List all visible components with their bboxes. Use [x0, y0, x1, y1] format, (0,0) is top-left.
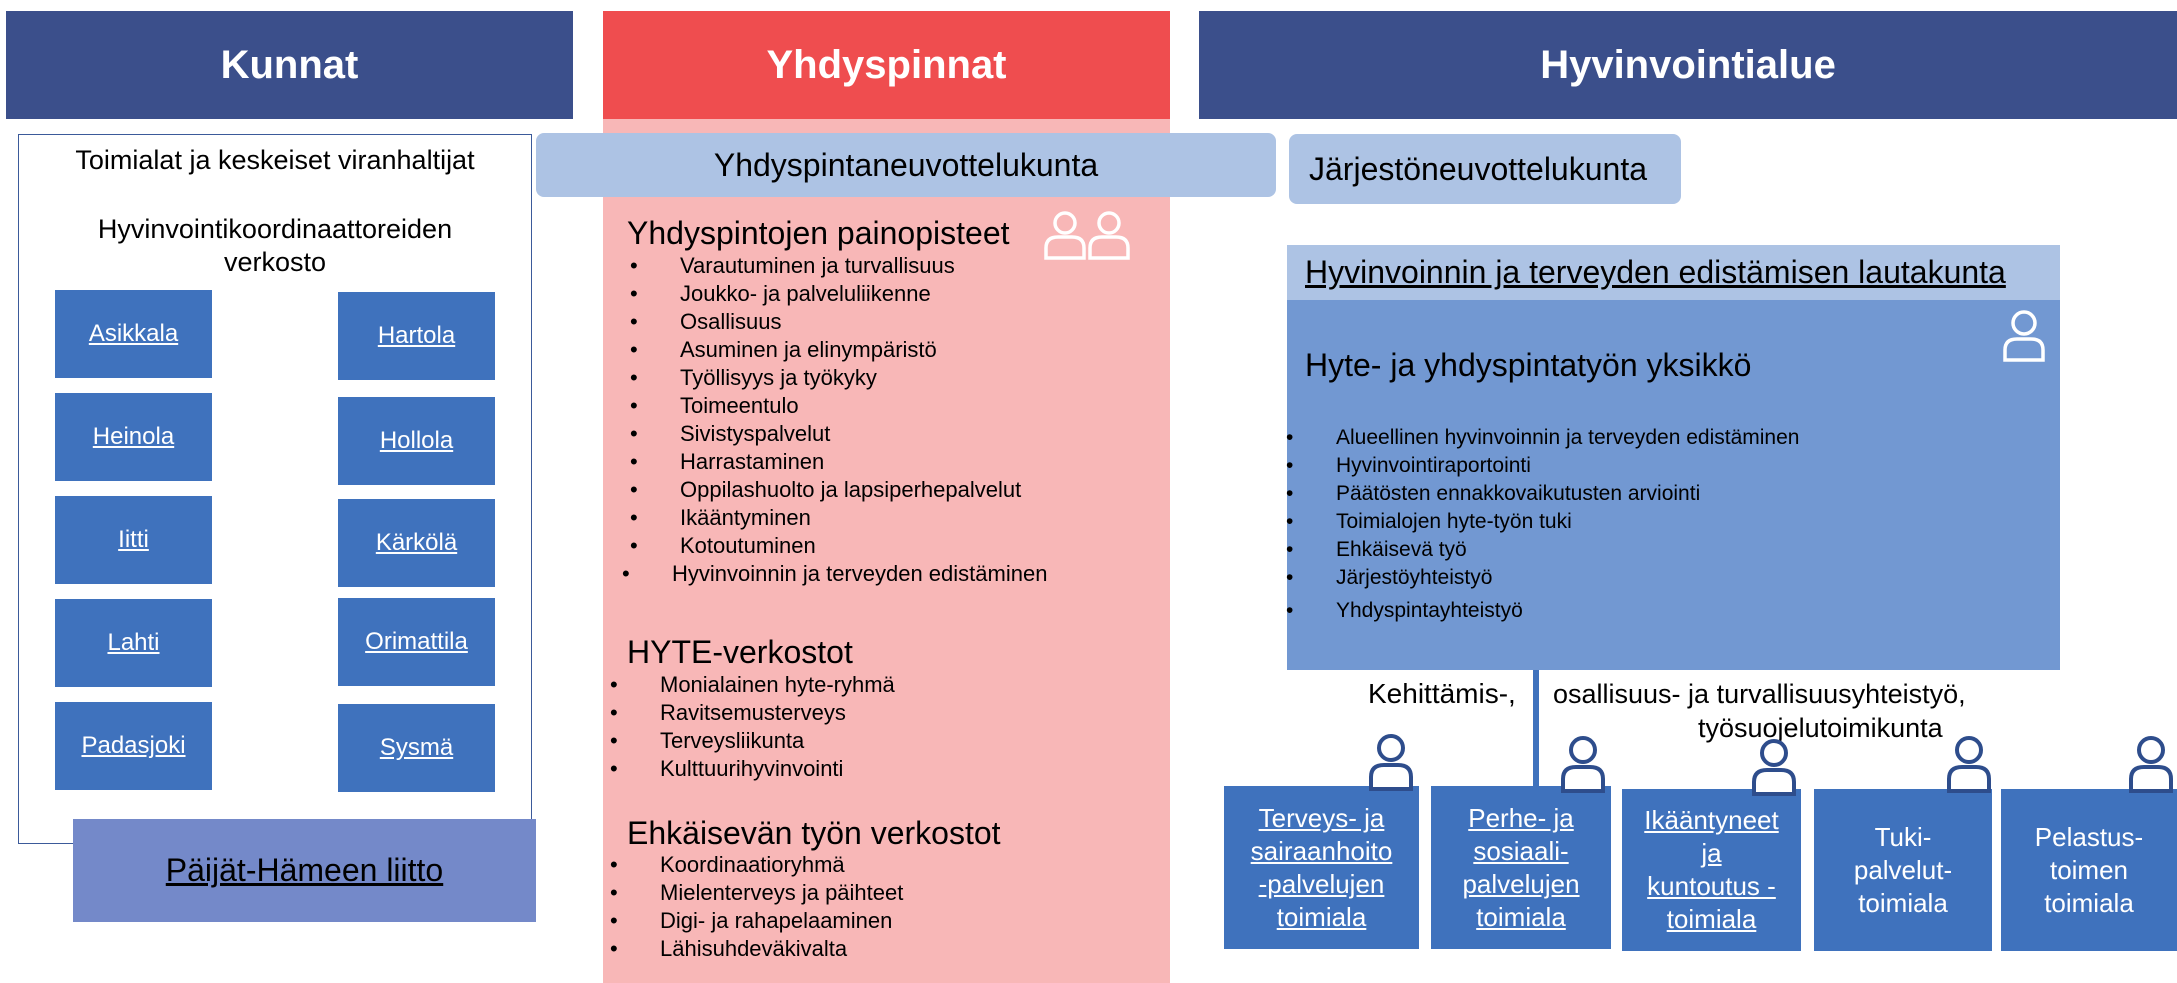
liitto-link[interactable]: Päijät-Hämeen liitto — [73, 819, 536, 922]
person-icon — [1042, 210, 1088, 260]
koordinaattorit-label: Hyvinvointikoordinaattoreiden — [97, 214, 453, 244]
list-item: Digi- ja rahapelaaminen — [610, 907, 1140, 935]
verkosto-label: verkosto — [223, 247, 327, 277]
person-icon — [2127, 735, 2175, 793]
municipality-link[interactable]: Iitti — [55, 496, 212, 584]
list-item: Kotoutuminen — [630, 532, 1160, 560]
list-item: Yhdyspintayhteistyö — [1286, 597, 2036, 625]
header-yhdyspinnat: Yhdyspinnat — [603, 11, 1170, 119]
list-item: Oppilashuolto ja lapsiperhepalvelut — [630, 476, 1160, 504]
person-icon — [1945, 735, 1993, 793]
list-item: Alueellinen hyvinvoinnin ja terveyden ed… — [1286, 424, 2036, 452]
list-item: Lähisuhdeväkivalta — [610, 935, 1140, 963]
person-icon — [1559, 735, 1607, 793]
municipality-link[interactable]: Kärkölä — [338, 499, 495, 587]
yksikko-list: Alueellinen hyvinvoinnin ja terveyden ed… — [1286, 424, 2036, 625]
person-icon — [1750, 738, 1798, 796]
municipality-link[interactable]: Heinola — [55, 393, 212, 481]
list-item: Hyvinvointiraportointi — [1286, 452, 2036, 480]
person-icon — [1367, 733, 1415, 791]
painopisteet-list: Varautuminen ja turvallisuus Joukko- ja … — [622, 252, 1160, 588]
list-item: Koordinaatioryhmä — [610, 851, 1140, 879]
list-item: Ikääntyminen — [630, 504, 1160, 532]
list-item: Harrastaminen — [630, 448, 1160, 476]
municipality-link[interactable]: Lahti — [55, 599, 212, 687]
jarjestoneuvottelukunta: Järjestöneuvottelukunta — [1289, 134, 1681, 204]
list-item: Osallisuus — [630, 308, 1160, 336]
list-item: Terveysliikunta — [610, 727, 1140, 755]
list-item: Ravitsemusterveys — [610, 699, 1140, 727]
list-item: Varautuminen ja turvallisuus — [630, 252, 1160, 280]
kehittamis-label: Kehittämis-, — [1368, 678, 1516, 709]
municipality-link[interactable]: Padasjoki — [55, 702, 212, 790]
list-item: Toimeentulo — [630, 392, 1160, 420]
list-item: Kulttuurihyvinvointi — [610, 755, 1140, 783]
list-item: Hyvinvoinnin ja terveyden edistäminen — [622, 560, 1160, 588]
yhdyspintaneuvottelukunta: Yhdyspintaneuvottelukunta — [536, 133, 1276, 197]
list-item: Joukko- ja palveluliikenne — [630, 280, 1160, 308]
connector-line — [1533, 670, 1539, 790]
municipality-link[interactable]: Hollola — [338, 397, 495, 485]
person-icon — [2001, 309, 2047, 363]
list-item: Päätösten ennakkovaikutusten arviointi — [1286, 480, 2036, 508]
list-item: Järjestöyhteistyö — [1286, 564, 2036, 592]
list-item: Sivistyspalvelut — [630, 420, 1160, 448]
toimialat-label: Toimialat ja keskeiset viranhaltijat — [75, 145, 475, 175]
list-item: Monialainen hyte-ryhmä — [610, 671, 1140, 699]
lautakunta: Hyvinvoinnin ja terveyden edistämisen la… — [1287, 245, 2060, 300]
hyte-verkostot-list: Monialainen hyte-ryhmä Ravitsemusterveys… — [610, 671, 1140, 783]
municipality-link[interactable]: Asikkala — [55, 290, 212, 378]
list-item: Mielenterveys ja päihteet — [610, 879, 1140, 907]
list-item: Työllisyys ja työkyky — [630, 364, 1160, 392]
toimiala-text: Tuki-palvelut-toimiala — [1853, 821, 1953, 918]
tyosuojelu-label: työsuojelutoimikunta — [1698, 713, 1943, 743]
header-hyvinvointialue: Hyvinvointialue — [1199, 11, 2177, 119]
hyte-verkostot-title: HYTE-verkostot — [627, 634, 853, 670]
osallisuus-label: osallisuus- ja turvallisuusyhteistyö, — [1553, 679, 1966, 709]
municipality-link[interactable]: Hartola — [338, 292, 495, 380]
person-icon — [1086, 210, 1132, 260]
yksikko-title: Hyte- ja yhdyspintatyön yksikkö — [1305, 347, 1752, 383]
ehkaisevan-title: Ehkäisevän työn verkostot — [627, 815, 1001, 851]
painopisteet-title: Yhdyspintojen painopisteet — [627, 215, 1010, 251]
municipality-link[interactable]: Orimattila — [338, 598, 495, 686]
municipality-link[interactable]: Sysmä — [338, 704, 495, 792]
list-item: Asuminen ja elinympäristö — [630, 336, 1160, 364]
list-item: Ehkäisevä työ — [1286, 536, 2036, 564]
toimiala-box: Tuki-palvelut-toimiala — [1814, 789, 1992, 951]
header-kunnat: Kunnat — [6, 11, 573, 119]
ehkaisevan-list: Koordinaatioryhmä Mielenterveys ja päiht… — [610, 851, 1140, 963]
list-item: Toimialojen hyte-työn tuki — [1286, 508, 2036, 536]
